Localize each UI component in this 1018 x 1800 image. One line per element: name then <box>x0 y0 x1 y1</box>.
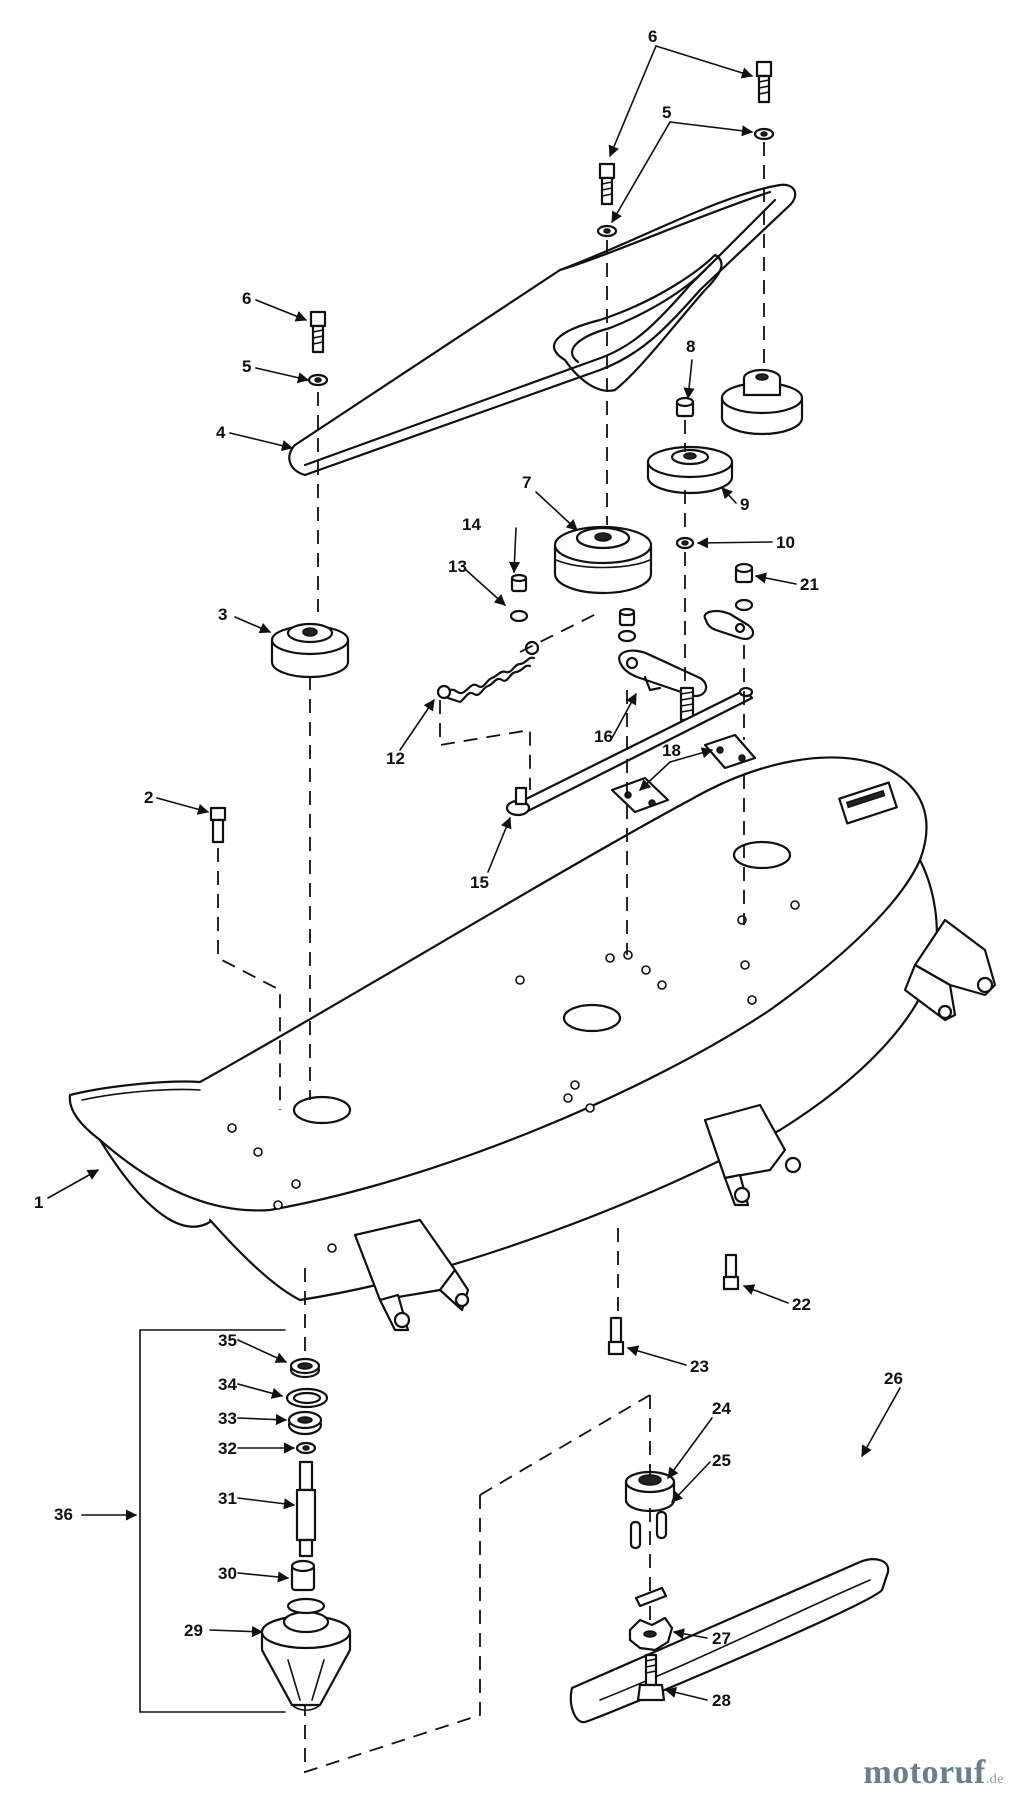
callout-4: 4 <box>216 423 226 442</box>
callout-31: 31 <box>218 1489 237 1508</box>
leader-arrows <box>47 45 901 1701</box>
bolt-6-center <box>598 162 616 206</box>
callout-26: 26 <box>884 1369 903 1388</box>
callout-7: 7 <box>522 473 531 492</box>
callout-16: 16 <box>594 727 613 746</box>
idler-rod-15 <box>505 686 754 817</box>
callout-6-left: 6 <box>242 289 251 308</box>
callout-5-top: 5 <box>662 103 671 122</box>
bolt-22 <box>722 1253 740 1291</box>
pulley-3 <box>270 622 350 679</box>
callout-8: 8 <box>686 337 695 356</box>
callout-14: 14 <box>462 515 481 534</box>
v-belt <box>288 183 797 477</box>
callout-30: 30 <box>218 1564 237 1583</box>
pin-25 <box>629 1510 668 1550</box>
washer-10 <box>675 536 695 550</box>
callout-36: 36 <box>54 1505 73 1524</box>
callout-29: 29 <box>184 1621 203 1640</box>
callout-9: 9 <box>740 495 749 514</box>
callout-24: 24 <box>712 1399 731 1418</box>
callout-34: 34 <box>218 1375 237 1394</box>
bolt-6-left <box>309 310 327 354</box>
callout-12: 12 <box>386 749 405 768</box>
pulley-7 <box>553 525 653 595</box>
blade-center-hole <box>634 1586 668 1608</box>
callout-21: 21 <box>800 575 819 594</box>
assembly-lines <box>139 142 765 1774</box>
pulley-right <box>720 368 804 436</box>
callout-3: 3 <box>218 605 227 624</box>
callout-32: 32 <box>218 1439 237 1458</box>
idler-arm-16 <box>618 649 708 698</box>
bracket-18 <box>610 733 757 814</box>
watermark: motoruf.de <box>863 1754 1004 1792</box>
callout-1: 1 <box>34 1193 43 1212</box>
idler-arm-right <box>703 610 755 640</box>
spindle-assembly <box>260 1357 352 1712</box>
callout-25: 25 <box>712 1451 731 1470</box>
star-washer-27 <box>628 1616 674 1652</box>
callout-28: 28 <box>712 1691 731 1710</box>
callout-5-left: 5 <box>242 357 251 376</box>
callout-22: 22 <box>792 1295 811 1314</box>
bolt-28 <box>636 1653 666 1702</box>
callout-27: 27 <box>712 1629 731 1648</box>
bolt-23 <box>607 1316 625 1356</box>
callout-35: 35 <box>218 1331 237 1350</box>
pulley-9 <box>646 445 734 495</box>
stud <box>679 686 695 722</box>
adapter-24 <box>624 1470 676 1513</box>
nut-8 <box>675 396 695 418</box>
callout-13: 13 <box>448 557 467 576</box>
callout-2: 2 <box>144 788 153 807</box>
watermark-brand: motoruf <box>863 1754 986 1791</box>
callout-18: 18 <box>662 741 681 760</box>
nut-21 <box>734 562 754 584</box>
mower-deck <box>68 756 997 1332</box>
nut-14-13 <box>509 573 754 643</box>
callout-33: 33 <box>218 1409 237 1428</box>
callout-15: 15 <box>470 873 489 892</box>
watermark-suffix: .de <box>985 1772 1004 1787</box>
callout-10: 10 <box>776 533 795 552</box>
washer-5 <box>307 127 775 387</box>
bolt-2 <box>209 806 227 844</box>
callout-6-top: 6 <box>648 27 657 46</box>
callout-23: 23 <box>690 1357 709 1376</box>
callout-labels: 6 5 6 5 4 8 7 9 10 14 13 21 3 16 18 12 2… <box>34 27 903 1710</box>
bolt-6-right <box>755 60 773 104</box>
